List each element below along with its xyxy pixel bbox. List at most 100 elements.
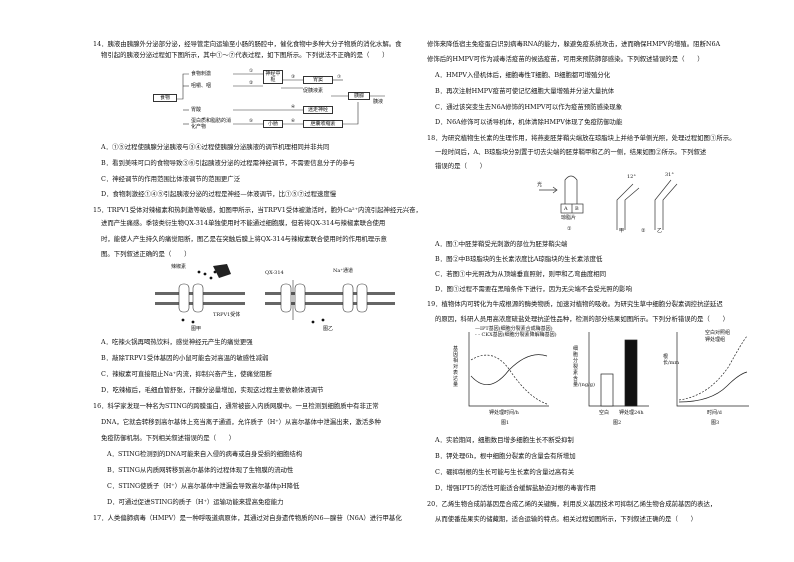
q19-f3-legend1: 空白对照组: [705, 330, 731, 336]
q14-box-stomach: 胃窦: [303, 76, 333, 84]
q14-box-vagus: 迷走神经: [303, 106, 333, 114]
q19-f2-ylabel: 细胞分裂素含量/(ng/g): [573, 346, 595, 388]
q14-label-n3: ③: [291, 74, 295, 80]
q18-stem-line1: 18．为研究植物生长素的生理作用，将燕麦胚芽鞘尖端放在琼脂块上并给予单侧光照，处…: [427, 134, 736, 142]
q16-option-a: A．STING检测到的DNA可能来自入侵的病毒或自身受损的细胞结构: [107, 450, 303, 458]
q14-stem-line1: 14．胰液由胰腺外分泌部分泌，经导管定向运输至小肠的肠腔中，催化食物中多种大分子…: [93, 40, 402, 48]
q18-option-c: C．若图①中光照改为从顶端垂直照射，则甲和乙弯曲度相同: [435, 270, 607, 278]
q17-option-a: A．HMPV入侵机体后，细胞毒性T细胞、B细胞都可增殖分化: [435, 71, 611, 79]
q14-box-food: 食物: [153, 94, 177, 102]
q14-label-n4: ④: [291, 104, 295, 110]
q19-f3-legend2: 钾处理组: [705, 337, 726, 343]
q18-label-fig2: ②: [641, 228, 646, 234]
q14-option-a: A．①⑤过程使胰腺分泌胰液与③④过程使胰腺分泌胰液的调节机理相同并非共同: [101, 143, 330, 151]
q18-option-a: A．图①中胚芽鞘受光刺激的部位为胚芽鞘尖端: [435, 240, 568, 248]
q19-stem-line1: 19．植物体内可转化为牛成根源的酶类物质，加速对植物的吸收。为研究生草中细胞分裂…: [427, 300, 723, 308]
q18-stem-line2: 一段时间后，A、B琼脂块分别置于切去尖端的胚芽鞘甲和乙的一侧，结果如图②所示。下…: [435, 148, 707, 156]
q18-label-angle2: 31°: [665, 172, 674, 178]
q19-f1-ylabel: 基因相对表达量: [453, 346, 459, 388]
q15-membrane-drawing: [155, 264, 395, 324]
q14-option-d: D．食物刺激经①④⑤引起胰液分泌的过程是神经—体液调节，比①⑤⑦过程速度慢: [101, 190, 337, 198]
q16-stem-line2: DNA，它就会转移到高尔基体上充当离子通道，允许质子（H⁺）从高尔基体中泄漏出来…: [101, 418, 381, 426]
q15-label-qx314: QX-314: [265, 270, 284, 276]
q14-stem-line2: 物引起的胰液分泌过程如下图所示，其中①～⑦代表过程，如下图所示。下列说法不正确的…: [101, 51, 389, 59]
q14-flowchart: ① ② ③ ④ ⑤ ⑥ ⑦ 食物 食物刺激 咀嚼、咽 胃酸 蛋白质和脂肪的消化产…: [153, 66, 393, 138]
q17-cont-line1: 修饰来降低宿主免疫蛋白识别病毒RNA的能力，躲避免疫系统攻击，进而确保HMPV的…: [427, 40, 721, 48]
q17-stem-line1: 17．人类偏肺病毒（HMPV）是一种呼吸道病原体，其通过对自身遗传物质的N6—腺…: [93, 514, 402, 522]
left-column: 14．胰液由胰腺外分泌部分泌，经导管定向运输至小肠的肠腔中，催化食物中多种大分子…: [93, 0, 453, 562]
q19-f2-xlabel2: 钾处理24h: [619, 410, 644, 416]
q19-f1-legend2: - - CKX基因(细胞分裂素降解酶基因): [475, 332, 557, 338]
q16-option-b: B．STING从内质网转移到高尔基体的过程体现了生物膜的流动性: [107, 466, 294, 474]
q15-label-capsaicin: 辣椒素: [171, 264, 187, 270]
q15-caption-a: 图甲: [191, 326, 202, 332]
q15-caption-b: 图乙: [323, 326, 334, 332]
q14-text-juice: 胰液: [373, 99, 384, 105]
q16-stem-line1: 16．科学家发现一种名为STING的跨膜蛋白，通常被嵌入内质网膜中。一旦检测到细…: [93, 402, 379, 410]
q19-option-c: C．硼抑制根的生长可能与生长素的含量过高有关: [435, 468, 575, 476]
q14-label-n5: ⑤: [249, 118, 253, 124]
q19-stem-line2: 的原因，科研人员用高浓度硫盐处理抗逆性品种，检测的部分结果如图所示。下列分析错误…: [435, 315, 729, 323]
q18-figure: 光 A B 琼脂片 ① 12° 31° 甲 乙 ②: [537, 170, 687, 236]
q20-stem-line2: 从而使番茄果实的储藏期，适合运输的特点。相关过程如图所示，下列叙述正确的是（ ）: [435, 515, 698, 523]
q17-option-c: C．通过该突变生去N6A修饰的HMPV可以作为疫苗预防感染现象: [435, 103, 623, 111]
q19-f3-caption: 图3: [711, 420, 720, 426]
q14-flowchart-arrows: ① ② ③ ④ ⑤ ⑥ ⑦: [177, 68, 385, 125]
q16-option-d: D．可通过促进STING的质子（H⁺）运输功能来提高免疫能力: [107, 498, 284, 506]
q14-text-b4: 蛋白质和脂肪的消化产物: [191, 118, 232, 130]
q18-label-yi: 乙: [657, 228, 663, 234]
q18-stem-line3: 错误的是（ ）: [435, 162, 487, 170]
q15-stem-line3: 时，能使人产生持久的痛觉阻断，图乙是在突触后膜上将QX-314与辣椒素联合使用时…: [101, 235, 387, 243]
q15-stem-line2: 进而产生痛感。季铵类衍生物QX-314单独使用时不能通过细胞膜，但若将QX-31…: [101, 219, 386, 227]
q18-label-block-b: B: [575, 206, 579, 212]
q14-label-n6: ⑥: [291, 118, 295, 124]
q14-text-gastrin: 促胰液素: [303, 88, 324, 94]
q14-option-c: C．神经调节的作用范围比体液调节的范围更广泛: [101, 175, 241, 183]
q19-f3-ylabel: 根长/mm: [663, 354, 680, 366]
q20-stem-line1: 20．乙烯生物合成前基因是合成乙烯的关键酶，利用反义基因技术可抑制乙烯生物合成前…: [427, 500, 717, 508]
q15-option-d: D．吃辣椒后，毛细血管舒张，汗腺分泌量增加，实现这过程主要依赖体液调节: [101, 386, 324, 394]
q14-option-b: B．看到美味可口的食物导致③⑥引起胰液分泌的过程需神经调节，不需要信息分子的参与: [101, 159, 355, 167]
q14-box-nerve: 神经中枢: [263, 70, 283, 84]
q18-label-block-a: A: [564, 206, 568, 212]
q18-label-fig1: ①: [567, 226, 572, 232]
q15-label-na-channel: Na⁺通道: [333, 268, 353, 274]
q17-option-d: D．N6A修饰可以诱导机体，机体清除HMPV体现了免疫防御功能: [435, 118, 623, 126]
q15-option-a: A．吃辣火锅再喝热饮料，感觉神经元产生的痛觉更强: [101, 338, 253, 346]
q19-f1-legend1: —IPT基因(细胞分裂素合成酶基因): [475, 326, 553, 332]
q14-box-duodenum: 小肠: [263, 120, 283, 128]
q15-stem-line1: 15．TRPV1受体对辣椒素和热刺激等敏感，如图甲所示，当TRPV1受体被激活时…: [93, 206, 422, 214]
q16-option-c: C．STING使质子（H⁺）从高尔基体中泄漏会导致高尔基体pH降低: [107, 482, 300, 490]
q15-figure: 辣椒素 TRPV1受体 QX-314 Na⁺通道 图甲 图乙: [153, 262, 403, 334]
q19-f2-xlabel1: 空白: [599, 410, 610, 416]
q19-option-d: D．增强IPT5的活性可能适合缓解盐胁迫对根的毒害作用: [435, 484, 596, 492]
q15-option-c: C．辣椒素可直接阻止Na⁺内流，抑制兴奋产生，使痛觉阻断: [101, 370, 273, 378]
right-column: 修饰来降低宿主免疫蛋白识别病毒RNA的能力，躲避免疫系统攻击，进而确保HMPV的…: [427, 0, 787, 562]
q19-option-a: A．实验期间，细胞数目增多细胞生长不断受抑制: [435, 436, 574, 444]
q18-label-light: 光: [537, 182, 543, 188]
q19-f1-caption: 图1: [501, 420, 510, 426]
q18-label-agar: 琼脂片: [561, 215, 577, 221]
q14-text-b2: 咀嚼、咽: [191, 83, 212, 89]
q19-f3-xlabel: 时间/d: [707, 410, 722, 416]
q19-figures: —IPT基因(细胞分裂素合成酶基因) - - CKX基因(细胞分裂素降解酶基因)…: [449, 326, 759, 430]
q14-label-n2: ②: [249, 80, 253, 86]
q18-coleoptile-drawing: [539, 175, 678, 230]
q16-stem-line3: 免疫防御机制。下列相关叙述错误的是（ ）: [101, 434, 236, 442]
q19-f1-xlabel: 钾处理时间/h: [489, 410, 519, 416]
q18-label-jia: 甲: [619, 228, 625, 234]
q15-option-b: B．敲除TRPV1受体基因的小鼠可能会对高温的敏感性减弱: [101, 354, 269, 362]
q17-option-b: B．再次注射HMPV疫苗可使记忆细胞大量增殖并分泌大量抗体: [435, 87, 615, 95]
q18-label-angle1: 12°: [627, 174, 636, 180]
q18-option-d: D．图①过程不需要在黑暗条件下进行，因为无尖端不会受光照的影响: [435, 285, 632, 293]
q14-label-n7: ⑦: [337, 74, 341, 80]
q18-option-b: B．图②中B琼脂块的生长素浓度比A琼脂块的生长素浓度低: [435, 255, 603, 263]
q14-label-n1: ①: [249, 68, 253, 74]
q14-text-b3: 胃酸: [191, 107, 202, 113]
q14-box-cck: 胆囊收缩素: [303, 120, 343, 128]
q17-cont-line2: 修饰后的HMPV可作为减毒活疫苗的候选疫苗，可用来预防肺部感染。下列叙述错误的是…: [427, 55, 704, 63]
q15-label-trpv1: TRPV1受体: [213, 312, 241, 318]
q19-graphs: [468, 332, 749, 407]
q14-text-b1: 食物刺激: [191, 71, 212, 77]
q15-stem-line4: 图。下列叙述正确的是（ ）: [101, 250, 191, 258]
